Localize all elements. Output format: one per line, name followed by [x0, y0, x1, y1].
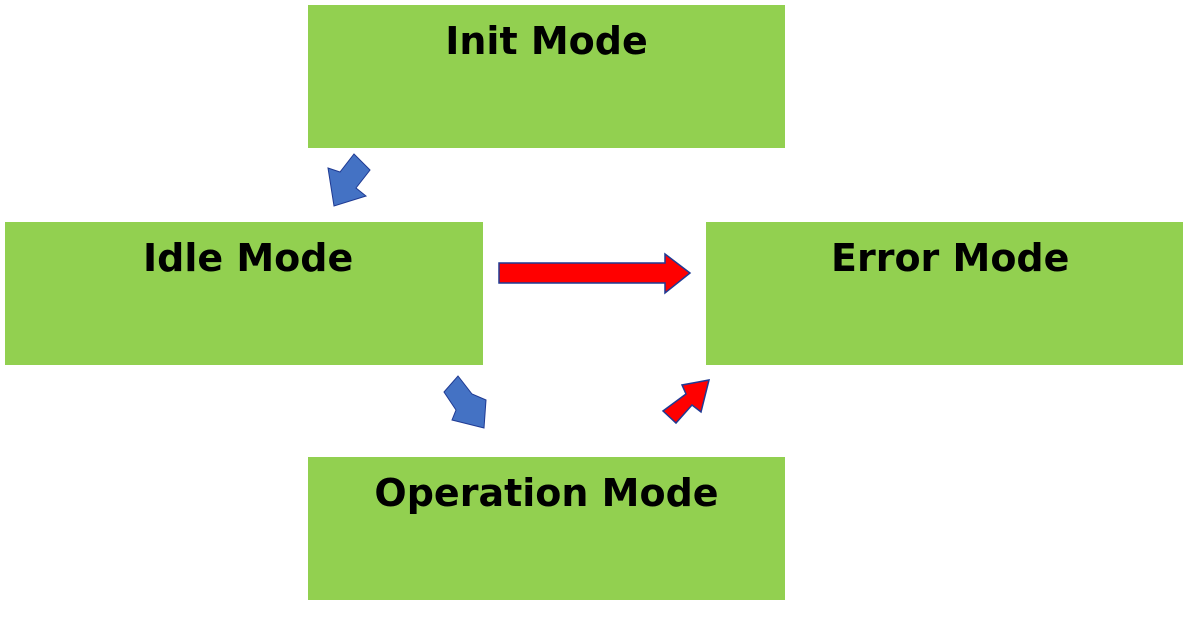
operation-to-error-arrow — [661, 379, 711, 425]
error-mode-label: Error Mode — [831, 236, 1070, 280]
init-mode-box: Init Mode — [308, 5, 785, 148]
operation-mode-box: Operation Mode — [308, 457, 785, 600]
init-to-idle-arrow — [327, 153, 371, 207]
init-mode-label: Init Mode — [445, 19, 648, 63]
operation-mode-label: Operation Mode — [374, 471, 719, 515]
idle-mode-box: Idle Mode — [5, 222, 483, 365]
error-mode-box: Error Mode — [706, 222, 1183, 365]
idle-to-error-arrow — [498, 252, 692, 295]
idle-to-operation-arrow — [443, 375, 487, 429]
idle-mode-label: Idle Mode — [143, 236, 354, 280]
